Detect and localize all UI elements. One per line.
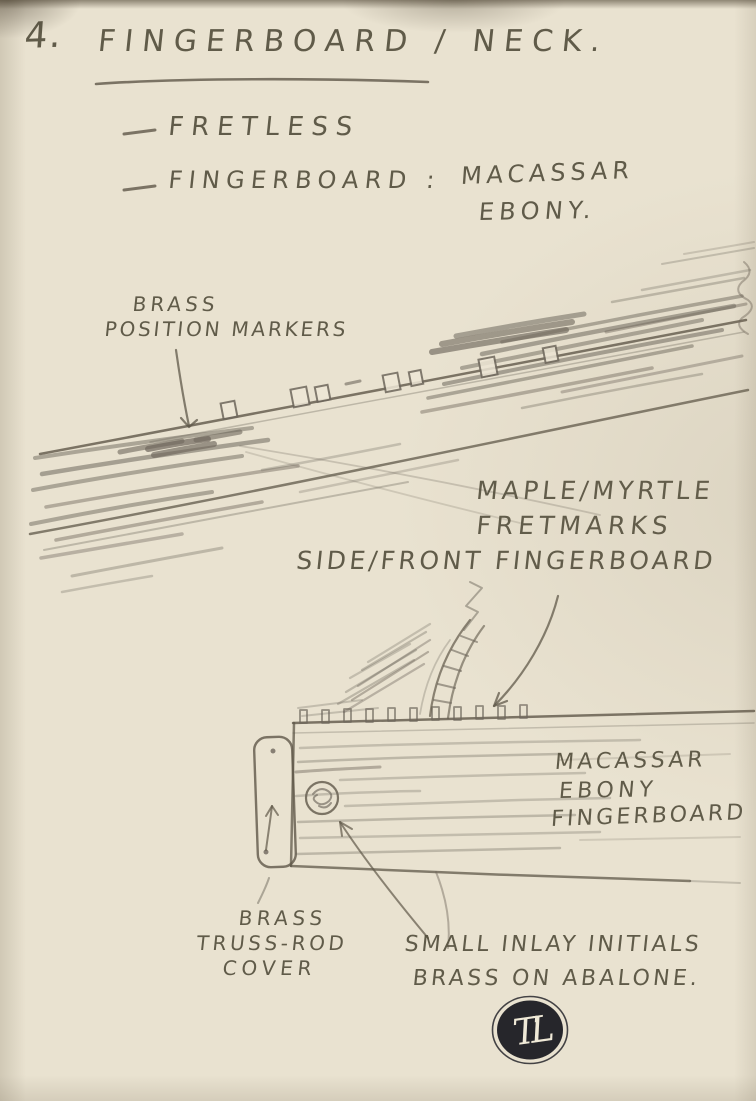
annotation-truss-rod-1: BRASS <box>237 906 328 930</box>
fingerboard-top-view-sketch <box>252 581 756 949</box>
title-underline <box>94 77 430 86</box>
position-markers-arrow <box>174 348 199 429</box>
annotation-position-markers-1: BRASS <box>131 292 220 316</box>
side-fretmark-ticks <box>299 704 528 724</box>
fingerboard-perspective-sketch <box>28 241 755 594</box>
note-fingerboard-label: FINGERBOARD : <box>167 166 443 194</box>
inlay-circle <box>304 780 340 816</box>
inlay-arrow <box>339 821 429 939</box>
page-title: FINGERBOARD / NECK. <box>96 24 611 59</box>
note-fretless: FRETLESS <box>166 112 362 142</box>
note-fingerboard-value-2: EBONY. <box>477 195 598 226</box>
annotation-board-material-1: MACASSAR <box>553 747 708 775</box>
annotation-position-markers-2: POSITION MARKERS <box>103 317 350 341</box>
title-number: 4. <box>23 14 65 57</box>
annotation-truss-rod-3: COVER <box>221 956 318 980</box>
annotation-board-material-2: EBONY <box>557 777 658 804</box>
position-marker-tabs <box>219 344 560 421</box>
front-edge-curve <box>419 581 486 720</box>
annotation-truss-rod-2: TRUSS-ROD <box>195 931 349 955</box>
annotation-fretmarks-1: MAPLE/MYRTLE <box>474 476 716 505</box>
bullet-dash-fingerboard <box>122 184 157 192</box>
bullet-dash-fretless <box>122 128 157 136</box>
annotation-inlay-2: BRASS ON ABALONE. <box>411 966 702 991</box>
truss-rod-cover-shape <box>252 735 298 869</box>
logo: TL <box>491 995 569 1065</box>
annotation-fretmarks-3: SIDE/FRONT FINGERBOARD <box>294 546 718 575</box>
annotation-inlay-1: SMALL INLAY INITIALS <box>403 932 703 957</box>
annotation-fretmarks-2: FRETMARKS <box>474 511 675 540</box>
fretmarks-arrow <box>492 594 560 708</box>
